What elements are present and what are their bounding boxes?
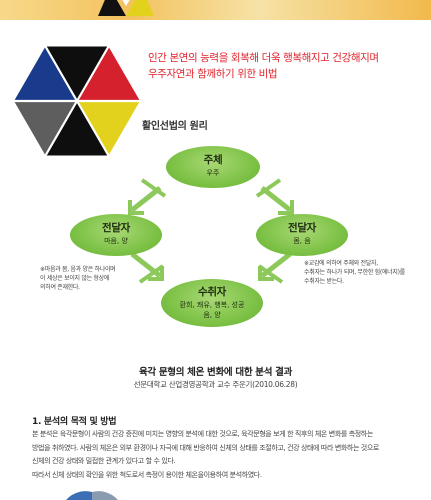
node-bottom-sub1: 환희, 쾌유, 행복, 성공 <box>179 301 245 309</box>
node-top-title: 주체 <box>203 154 223 166</box>
node-left-title: 전달자 <box>101 222 131 234</box>
arrow-bottom-left <box>130 252 165 284</box>
note-right-line: 수취자는 하나가 되며, 무한한 힘(에너지)를 <box>304 269 405 276</box>
cycle-arrows <box>128 178 294 284</box>
headline-line1: 인간 본연의 능력을 회복해 더욱 행복해지고 건강해지며 <box>148 52 379 64</box>
hexagon-segment-gray <box>14 101 77 156</box>
node-bottom-title: 수취자 <box>197 286 227 298</box>
cycle-node-bottom: 수취자 환희, 쾌유, 행복, 성공 음, 양 <box>161 279 263 327</box>
section-title: 활인선법의 원리 <box>142 121 208 132</box>
report-subtitle: 선문대학교 산업경영공학과 교수 주운기(2010.06.28) <box>133 380 298 389</box>
note-left-line: 의하여 존재한다. <box>40 284 80 291</box>
report-title: 육각 문형의 체온 변화에 대한 분석 결과 <box>138 367 293 378</box>
note-right-line: 수취자는 받는다. <box>304 278 344 285</box>
cycle-node-left: 전달자 마음, 양 <box>70 214 162 256</box>
node-bottom-sub2: 음, 양 <box>203 311 221 319</box>
node-top-sub: 우주 <box>206 169 220 177</box>
hexagon-segment-yellow <box>77 101 140 156</box>
note-left-line: ※마음과 몸, 음과 양은 하나이며 <box>40 266 116 273</box>
hexagon-segment-black-bottom <box>45 101 109 156</box>
node-right-title: 전달자 <box>287 222 317 234</box>
note-right-line: ※교감에 의하여 주체와 전달자, <box>304 260 378 267</box>
hexagon-segment-black <box>45 46 109 101</box>
note-right: ※교감에 의하여 주체와 전달자, 수취자는 하나가 되며, 무한한 힘(에너지… <box>304 259 405 286</box>
hexagon-segment-red <box>77 46 140 101</box>
headline-line2: 우주자연과 함께하기 위한 비법 <box>148 68 278 80</box>
hexagon-segment-blue <box>14 46 77 101</box>
top-banner <box>0 0 431 20</box>
node-left-sub: 마음, 양 <box>104 237 128 245</box>
hexagon-emblem-icon <box>98 0 154 16</box>
arrow-top-right <box>255 178 294 215</box>
section1-body: 본 분석은 육각문형이 사람의 건강 증진에 미치는 영향의 분석에 대한 것으… <box>32 428 420 482</box>
node-right-sub: 몸, 음 <box>293 237 311 245</box>
body-line: 따라서 신체 상태의 확인을 위한 척도로서 측정이 용이한 체온을이용하여 분… <box>32 470 262 479</box>
body-line: 본 분석은 육각문형이 사람의 건강 증진에 미치는 영향의 분석에 대한 것으… <box>32 430 373 438</box>
arrow-bottom-right <box>257 252 292 284</box>
arrow-top-left <box>128 178 167 215</box>
cycle-node-right: 전달자 몸, 음 <box>256 214 348 256</box>
body-line: 방법을 취하였다. 사람의 체온은 외부 환경이나 자극에 대해 반응하여 신체… <box>32 443 379 452</box>
six-color-hexagon <box>14 46 140 156</box>
headline: 인간 본연의 능력을 회복해 더욱 행복해지고 건강해지며 우주자연과 함께하기… <box>148 50 424 82</box>
note-left: ※마음과 몸, 음과 양은 하나이며 이 세상은 보이지 않는 형상에 의하여 … <box>40 265 116 292</box>
section1-heading: 1. 분석의 목적 및 방법 <box>32 417 117 427</box>
note-left-line: 이 세상은 보이지 않는 형상에 <box>40 275 110 282</box>
body-line: 신체의 건강 상태와 밀접한 관계가 있다고 할 수 있다. <box>32 457 176 465</box>
pie-chart-peek-icon <box>66 491 118 500</box>
cycle-node-top: 주체 우주 <box>166 146 260 188</box>
